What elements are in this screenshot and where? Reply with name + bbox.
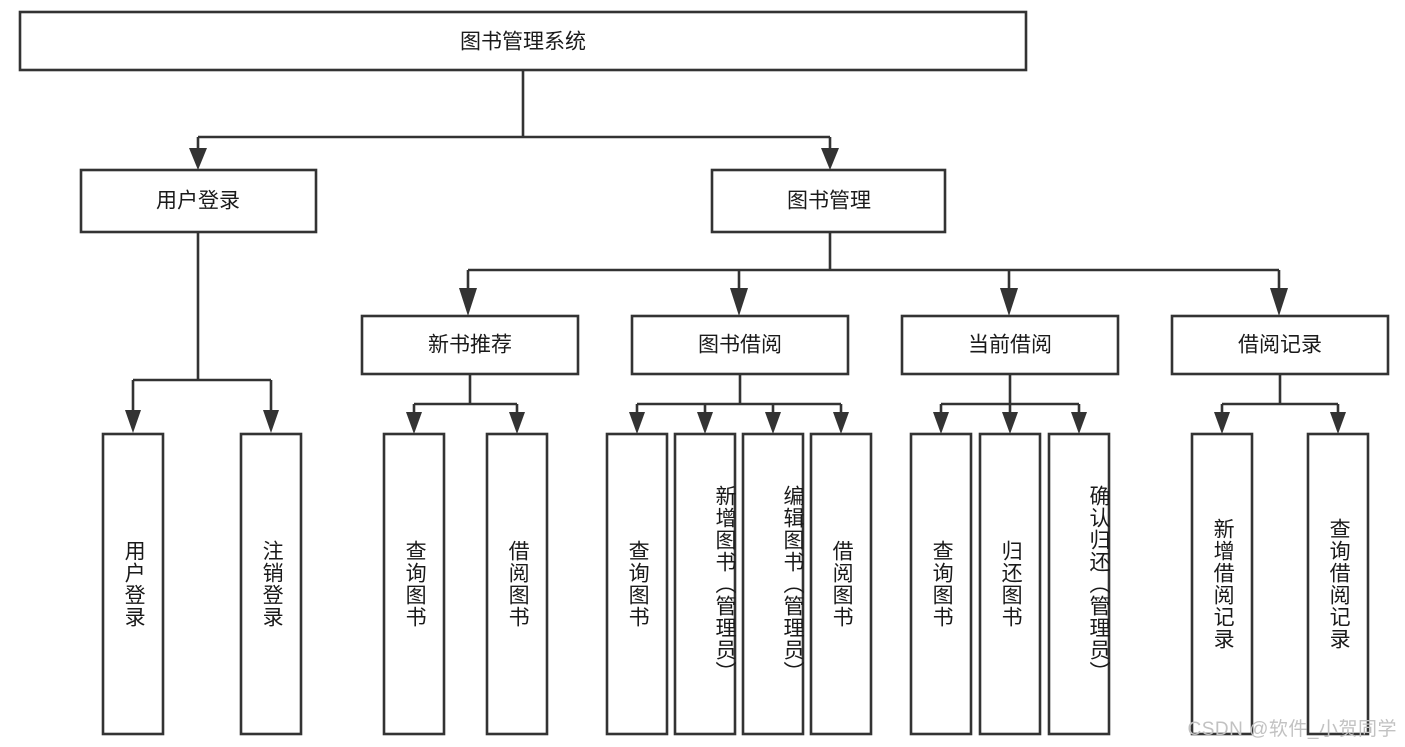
node-root-box[interactable] (18, 10, 1028, 72)
node-current-borrow-box[interactable] (900, 314, 1120, 376)
node-book-manage-box[interactable] (710, 168, 947, 234)
node-leaf-confirm-return-box[interactable] (1047, 432, 1111, 736)
node-leaf-return-book-box[interactable] (978, 432, 1042, 736)
arrowhead-borrow-record (1270, 288, 1288, 316)
node-new-book-recommend-label: 新书推荐 (428, 334, 512, 357)
arrowhead-leaf-confirm-return (1071, 412, 1087, 434)
arrowhead-leaf-return-book (1002, 412, 1018, 434)
arrowhead-leaf-query-book-2 (629, 412, 645, 434)
node-leaf-query-record-box[interactable] (1306, 432, 1370, 736)
arrowhead-leaf-query-book-3 (933, 412, 949, 434)
node-current-borrow[interactable]: 当前借阅 (900, 314, 1120, 376)
node-borrow-record[interactable]: 借阅记录 (1170, 314, 1390, 376)
arrowhead-leaf-edit-book (765, 412, 781, 434)
node-user-login-label: 用户登录 (156, 190, 240, 213)
node-borrow-record-label: 借阅记录 (1238, 334, 1322, 357)
arrowhead-leaf-borrow-book-1 (509, 412, 525, 434)
arrowhead-leaf-add-record (1214, 412, 1230, 434)
arrowhead-leaf-user-login (125, 410, 141, 433)
node-book-manage[interactable]: 图书管理 (710, 168, 947, 234)
node-leaf-query-book-3-box[interactable] (909, 432, 973, 736)
node-leaf-add-record-box[interactable] (1190, 432, 1254, 736)
node-leaf-query-book-1-box[interactable] (382, 432, 446, 736)
node-new-book-recommend[interactable]: 新书推荐 (360, 314, 580, 376)
node-book-borrow-box[interactable] (630, 314, 850, 376)
node-leaf-user-logout-box[interactable] (239, 432, 303, 736)
node-book-borrow[interactable]: 图书借阅 (630, 314, 850, 376)
arrowhead-book-manage (821, 148, 839, 170)
node-leaf-user-login-box[interactable] (101, 432, 165, 736)
node-root[interactable]: 图书管理系统 (18, 10, 1028, 72)
node-current-borrow-label: 当前借阅 (968, 334, 1052, 357)
node-leaf-edit-book-box[interactable] (741, 432, 805, 736)
node-leaf-query-book-2-box[interactable] (605, 432, 669, 736)
node-leaf-borrow-book-1-box[interactable] (485, 432, 549, 736)
node-root-label: 图书管理系统 (460, 31, 586, 54)
arrowhead-leaf-query-record (1330, 412, 1346, 434)
arrowhead-leaf-add-book (697, 412, 713, 434)
arrowhead-leaf-borrow-book-2 (833, 412, 849, 434)
arrowhead-user-login (189, 148, 207, 170)
connector-layer (125, 70, 1346, 434)
node-book-borrow-label: 图书借阅 (698, 334, 782, 357)
arrowhead-current-borrow (1000, 288, 1018, 316)
node-borrow-record-box[interactable] (1170, 314, 1390, 376)
node-user-login-box[interactable] (79, 168, 318, 234)
arrowhead-new-book-recommend (459, 288, 477, 316)
node-new-book-recommend-box[interactable] (360, 314, 580, 376)
csdn-watermark: CSDN @软件_小贺同学 (1187, 719, 1397, 740)
node-leaf-add-book-box[interactable] (673, 432, 737, 736)
node-user-login[interactable]: 用户登录 (79, 168, 318, 234)
arrowhead-leaf-user-logout (263, 410, 279, 433)
node-leaf-borrow-book-2-box[interactable] (809, 432, 873, 736)
node-book-manage-label: 图书管理 (787, 190, 871, 213)
arrowhead-leaf-query-book-1 (406, 412, 422, 434)
leaf-box-layer (101, 432, 1370, 736)
arrowhead-book-borrow (730, 288, 748, 316)
